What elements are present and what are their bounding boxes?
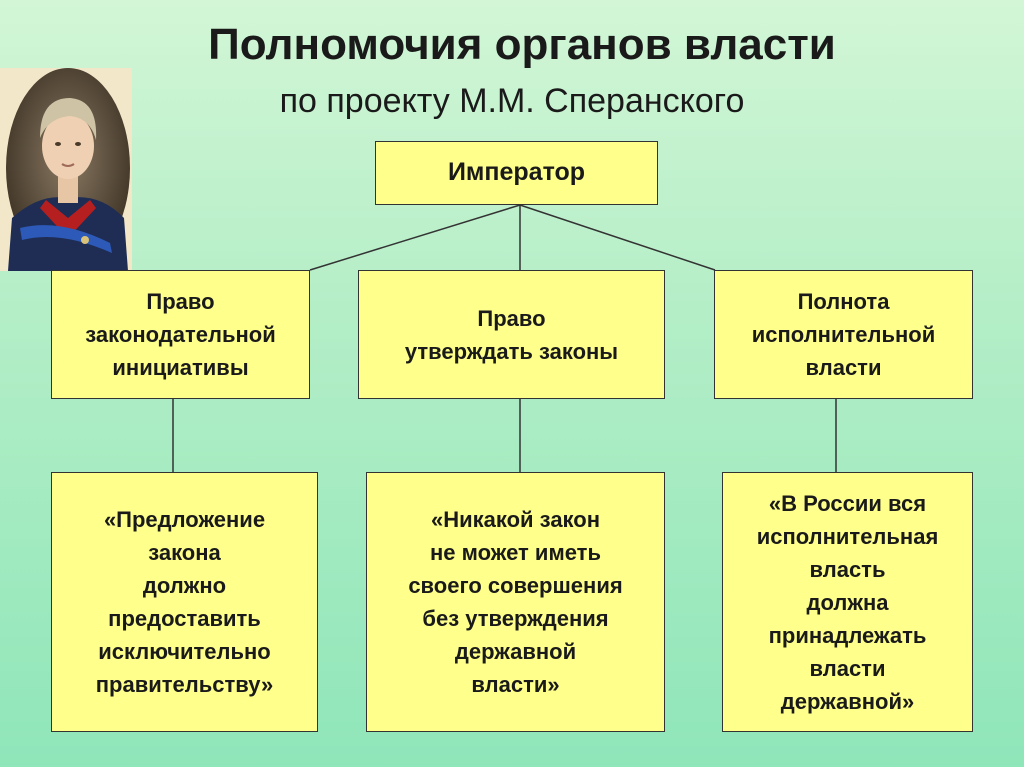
branch-node-approve-laws: Право утверждать законы [358, 270, 665, 399]
branch-node-executive-power: Полнота исполнительной власти [714, 270, 973, 399]
page-subtitle: по проекту М.М. Сперанского [279, 82, 745, 120]
root-node-emperor: Император [375, 141, 658, 205]
quote-node-approve: «Никакой закон не может иметь своего сов… [366, 472, 665, 732]
quote-node-legislative: «Предложение закона должно предоставить … [51, 472, 318, 732]
branch-node-legislative-initiative: Право законодательной инициативы [51, 270, 310, 399]
emperor-portrait [0, 68, 132, 271]
page-title: Полномочия органов власти [208, 20, 836, 69]
quote-node-executive: «В России вся исполнительная власть долж… [722, 472, 973, 732]
